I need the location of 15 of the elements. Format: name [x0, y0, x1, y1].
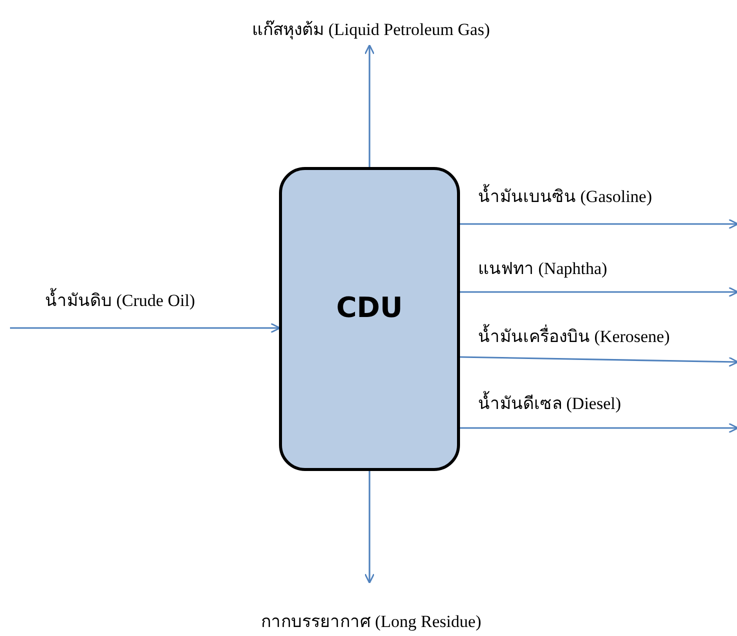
arrow [364, 471, 375, 584]
arrow [364, 44, 375, 167]
box-label: CDU [336, 290, 403, 324]
arrow [460, 286, 737, 298]
edge-label: น้ำมันดีเซล (Diesel) [478, 393, 622, 415]
stream-label: แก๊สหุงต้ม (Liquid Petroleum Gas) [252, 19, 490, 41]
edge-label: น้ำมันเบนซิน (Gasoline) [478, 186, 652, 208]
arrow [460, 218, 737, 230]
arrow [10, 322, 281, 334]
edge-label: น้ำมันเครื่องบิน (Kerosene) [478, 326, 670, 348]
arrow [460, 356, 737, 368]
edge-label: น้ำมันดิบ (Crude Oil) [45, 290, 196, 312]
process-box [279, 167, 460, 471]
arrow [460, 422, 737, 434]
stream-label: กากบรรยากาศ (Long Residue) [260, 611, 482, 633]
